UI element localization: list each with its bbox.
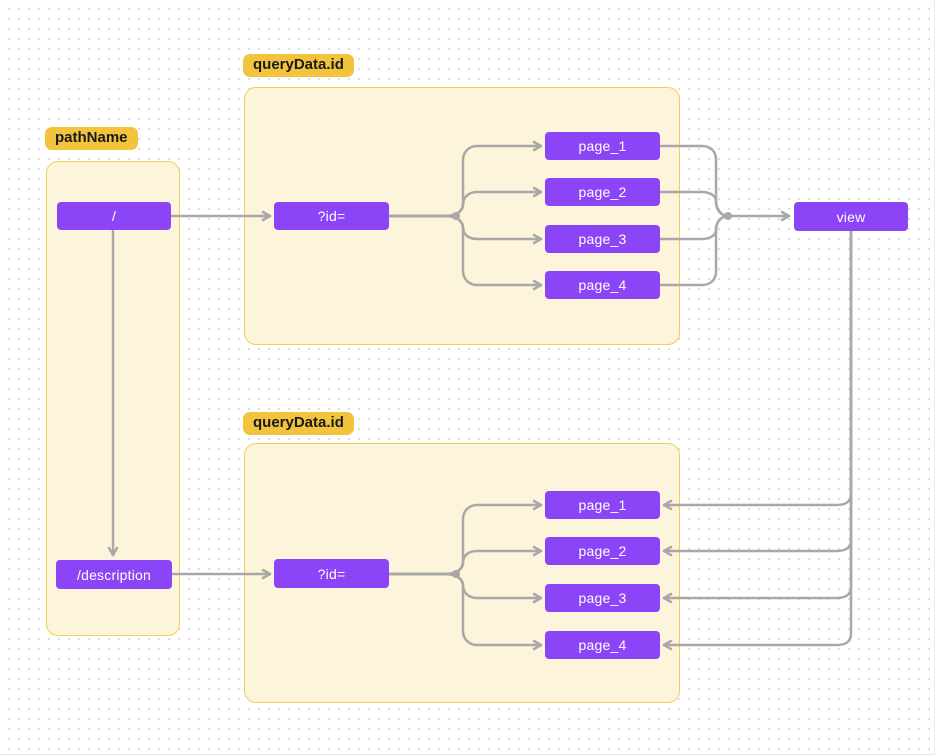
badge-querydata-top[interactable]: queryData.id — [243, 54, 354, 77]
node-slash[interactable]: / — [57, 202, 171, 230]
node-page4-top[interactable]: page_4 — [545, 271, 660, 299]
node-view[interactable]: view — [794, 202, 908, 231]
edge-view-page1b — [662, 229, 853, 511]
node-qid-bottom[interactable]: ?id= — [274, 559, 389, 588]
edge-view-page2b — [662, 229, 853, 557]
junction-converge — [724, 212, 732, 220]
node-page1-top[interactable]: page_1 — [545, 132, 660, 160]
node-description[interactable]: /description — [56, 560, 172, 589]
edge-view-page3b — [662, 229, 853, 604]
badge-querydata-bottom[interactable]: queryData.id — [243, 412, 354, 435]
edge-view-page4b — [662, 229, 853, 651]
node-page2-bottom[interactable]: page_2 — [545, 537, 660, 565]
node-page3-top[interactable]: page_3 — [545, 225, 660, 253]
badge-pathname[interactable]: pathName — [45, 127, 138, 150]
node-page1-bottom[interactable]: page_1 — [545, 491, 660, 519]
node-page2-top[interactable]: page_2 — [545, 178, 660, 206]
node-page4-bottom[interactable]: page_4 — [545, 631, 660, 659]
node-page3-bottom[interactable]: page_3 — [545, 584, 660, 612]
node-qid-top[interactable]: ?id= — [274, 202, 389, 230]
